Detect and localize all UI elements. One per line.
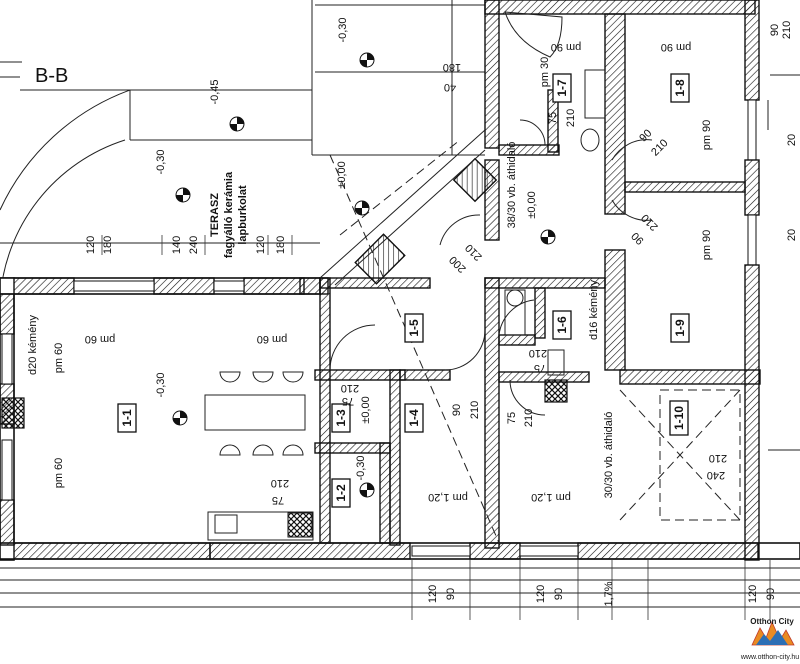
dim-90-bottom-b: 90 bbox=[553, 588, 565, 600]
dim-90-right-top: 90 bbox=[769, 24, 781, 36]
dim-210-14: 210 bbox=[469, 401, 481, 419]
pm-9: pm 90 bbox=[701, 230, 713, 261]
room-label-1-2: 1-2 bbox=[334, 484, 348, 502]
room-label-1-10: 1-10 bbox=[672, 406, 686, 430]
company-logo bbox=[751, 620, 795, 646]
level-markers bbox=[172, 52, 556, 498]
pm-5: pm 1,20 bbox=[428, 491, 468, 503]
dim-180-c: 180 bbox=[275, 236, 287, 254]
dim-75-17: 75 bbox=[547, 112, 559, 124]
dim-20-right2: 20 bbox=[786, 229, 798, 241]
dimension-texts: 180 40 120 180 140 240 120 180 75 210 90… bbox=[85, 21, 798, 607]
construction-lines bbox=[0, 0, 800, 620]
level-hall-b: ±0,00 bbox=[526, 191, 538, 218]
room-label-1-1: 1-1 bbox=[120, 409, 134, 427]
dim-75-x: 75 bbox=[506, 412, 518, 424]
dim-210-16: 210 bbox=[529, 347, 547, 359]
dim-210-b: 210 bbox=[639, 211, 660, 232]
dim-120-c: 120 bbox=[255, 236, 267, 254]
dim-90-bottom-c: 90 bbox=[765, 588, 777, 600]
dim-75-12: 75 bbox=[272, 494, 284, 506]
dim-120-a: 120 bbox=[85, 236, 97, 254]
room-labels: 1-1 1-2 1-3 1-4 1-5 1-6 1-7 1-8 1-9 1-10 bbox=[117, 73, 690, 508]
logo-url: www.otthon-city.hu bbox=[740, 654, 799, 661]
dim-180-top: 180 bbox=[443, 61, 461, 73]
room-label-1-4: 1-4 bbox=[407, 409, 421, 427]
pm-11: pm 90 bbox=[551, 41, 582, 53]
dim-240: 240 bbox=[188, 236, 200, 254]
level-living: -0,30 bbox=[155, 372, 167, 397]
dim-90-a: 90 bbox=[637, 127, 654, 144]
lintel-30-30: 30/30 vb. áthidaló bbox=[603, 412, 615, 499]
pm-6: pm 1,20 bbox=[531, 491, 571, 503]
room-label-1-8: 1-8 bbox=[673, 79, 687, 97]
level-hall-a: ±0,00 bbox=[336, 161, 348, 188]
room-label-1-9: 1-9 bbox=[673, 319, 687, 337]
level-12: -0,30 bbox=[355, 455, 367, 480]
dim-75-13: 75 bbox=[342, 395, 354, 407]
chimney-d20-label: d20 kémény bbox=[27, 315, 39, 375]
pm-7: pm 90 bbox=[661, 41, 692, 53]
dim-120-bottom-a: 120 bbox=[427, 585, 439, 603]
dim-210-a: 210 bbox=[649, 137, 670, 158]
terrace-line3: lapburkolat bbox=[237, 185, 249, 245]
dim-200: 200 bbox=[447, 253, 468, 274]
chimney-d20 bbox=[1, 397, 25, 429]
dim-75-16: 75 bbox=[534, 362, 546, 374]
door-swings bbox=[329, 119, 653, 416]
room-label-1-5: 1-5 bbox=[407, 319, 421, 337]
terrace-line2: fagyálló kerámia bbox=[223, 171, 235, 258]
level-045: -0,45 bbox=[209, 79, 221, 104]
dim-20-right: 20 bbox=[786, 134, 798, 146]
dim-210-110: 210 bbox=[709, 452, 727, 464]
dim-210-c: 210 bbox=[463, 241, 484, 262]
dim-140: 140 bbox=[171, 236, 183, 254]
pm-2: pm 60 bbox=[257, 333, 288, 345]
chimney-d16-label: d16 kémény bbox=[588, 280, 600, 340]
level-texts: -0,30 -0,45 -0,30 ±0,00 ±0,00 -0,30 ±0,0… bbox=[155, 17, 538, 480]
dim-210-12: 210 bbox=[271, 477, 289, 489]
dim-90-bottom-a: 90 bbox=[445, 588, 457, 600]
lintel-38-30: 38/30 vb. áthidaló bbox=[506, 142, 518, 229]
dim-120-bottom-b: 120 bbox=[535, 585, 547, 603]
dim-210-13: 210 bbox=[341, 382, 359, 394]
room-label-1-6: 1-6 bbox=[555, 316, 569, 334]
dim-40-top: 40 bbox=[444, 81, 456, 93]
dim-210-top-right: 210 bbox=[781, 21, 793, 39]
walls bbox=[0, 0, 800, 561]
dim-90-14: 90 bbox=[451, 404, 463, 416]
level-13: ±0,00 bbox=[360, 396, 372, 423]
dim-90-b: 90 bbox=[629, 230, 646, 247]
dim-180-b: 180 bbox=[102, 236, 114, 254]
dim-slope: 1,7% bbox=[603, 581, 615, 606]
pm-1: pm 60 bbox=[85, 333, 116, 345]
pm-10: pm 30 bbox=[539, 57, 551, 88]
terrace-line1: TERASZ bbox=[209, 193, 221, 237]
pm-3: pm 60 bbox=[53, 343, 65, 374]
dim-210-x: 210 bbox=[523, 409, 535, 427]
room-label-1-3: 1-3 bbox=[334, 409, 348, 427]
furniture bbox=[204, 11, 606, 541]
dim-240-110: 240 bbox=[707, 469, 725, 481]
room-label-1-7: 1-7 bbox=[555, 79, 569, 97]
level-terrace: -0,30 bbox=[155, 149, 167, 174]
chimney-d16 bbox=[544, 379, 568, 403]
pm-4: pm 60 bbox=[53, 458, 65, 489]
dim-210-17: 210 bbox=[565, 109, 577, 127]
level-top: -0,30 bbox=[337, 17, 349, 42]
parapet-texts: pm 60 pm 60 pm 60 pm 60 pm 1,20 pm 1,20 … bbox=[53, 41, 713, 503]
pm-8: pm 90 bbox=[701, 120, 713, 151]
dim-120-bottom-c: 120 bbox=[747, 585, 759, 603]
logo-name: Otthon City bbox=[750, 617, 794, 626]
terrace-label: TERASZ fagyálló kerámia lapburkolat bbox=[209, 171, 249, 258]
section-label: B-B bbox=[35, 65, 68, 87]
